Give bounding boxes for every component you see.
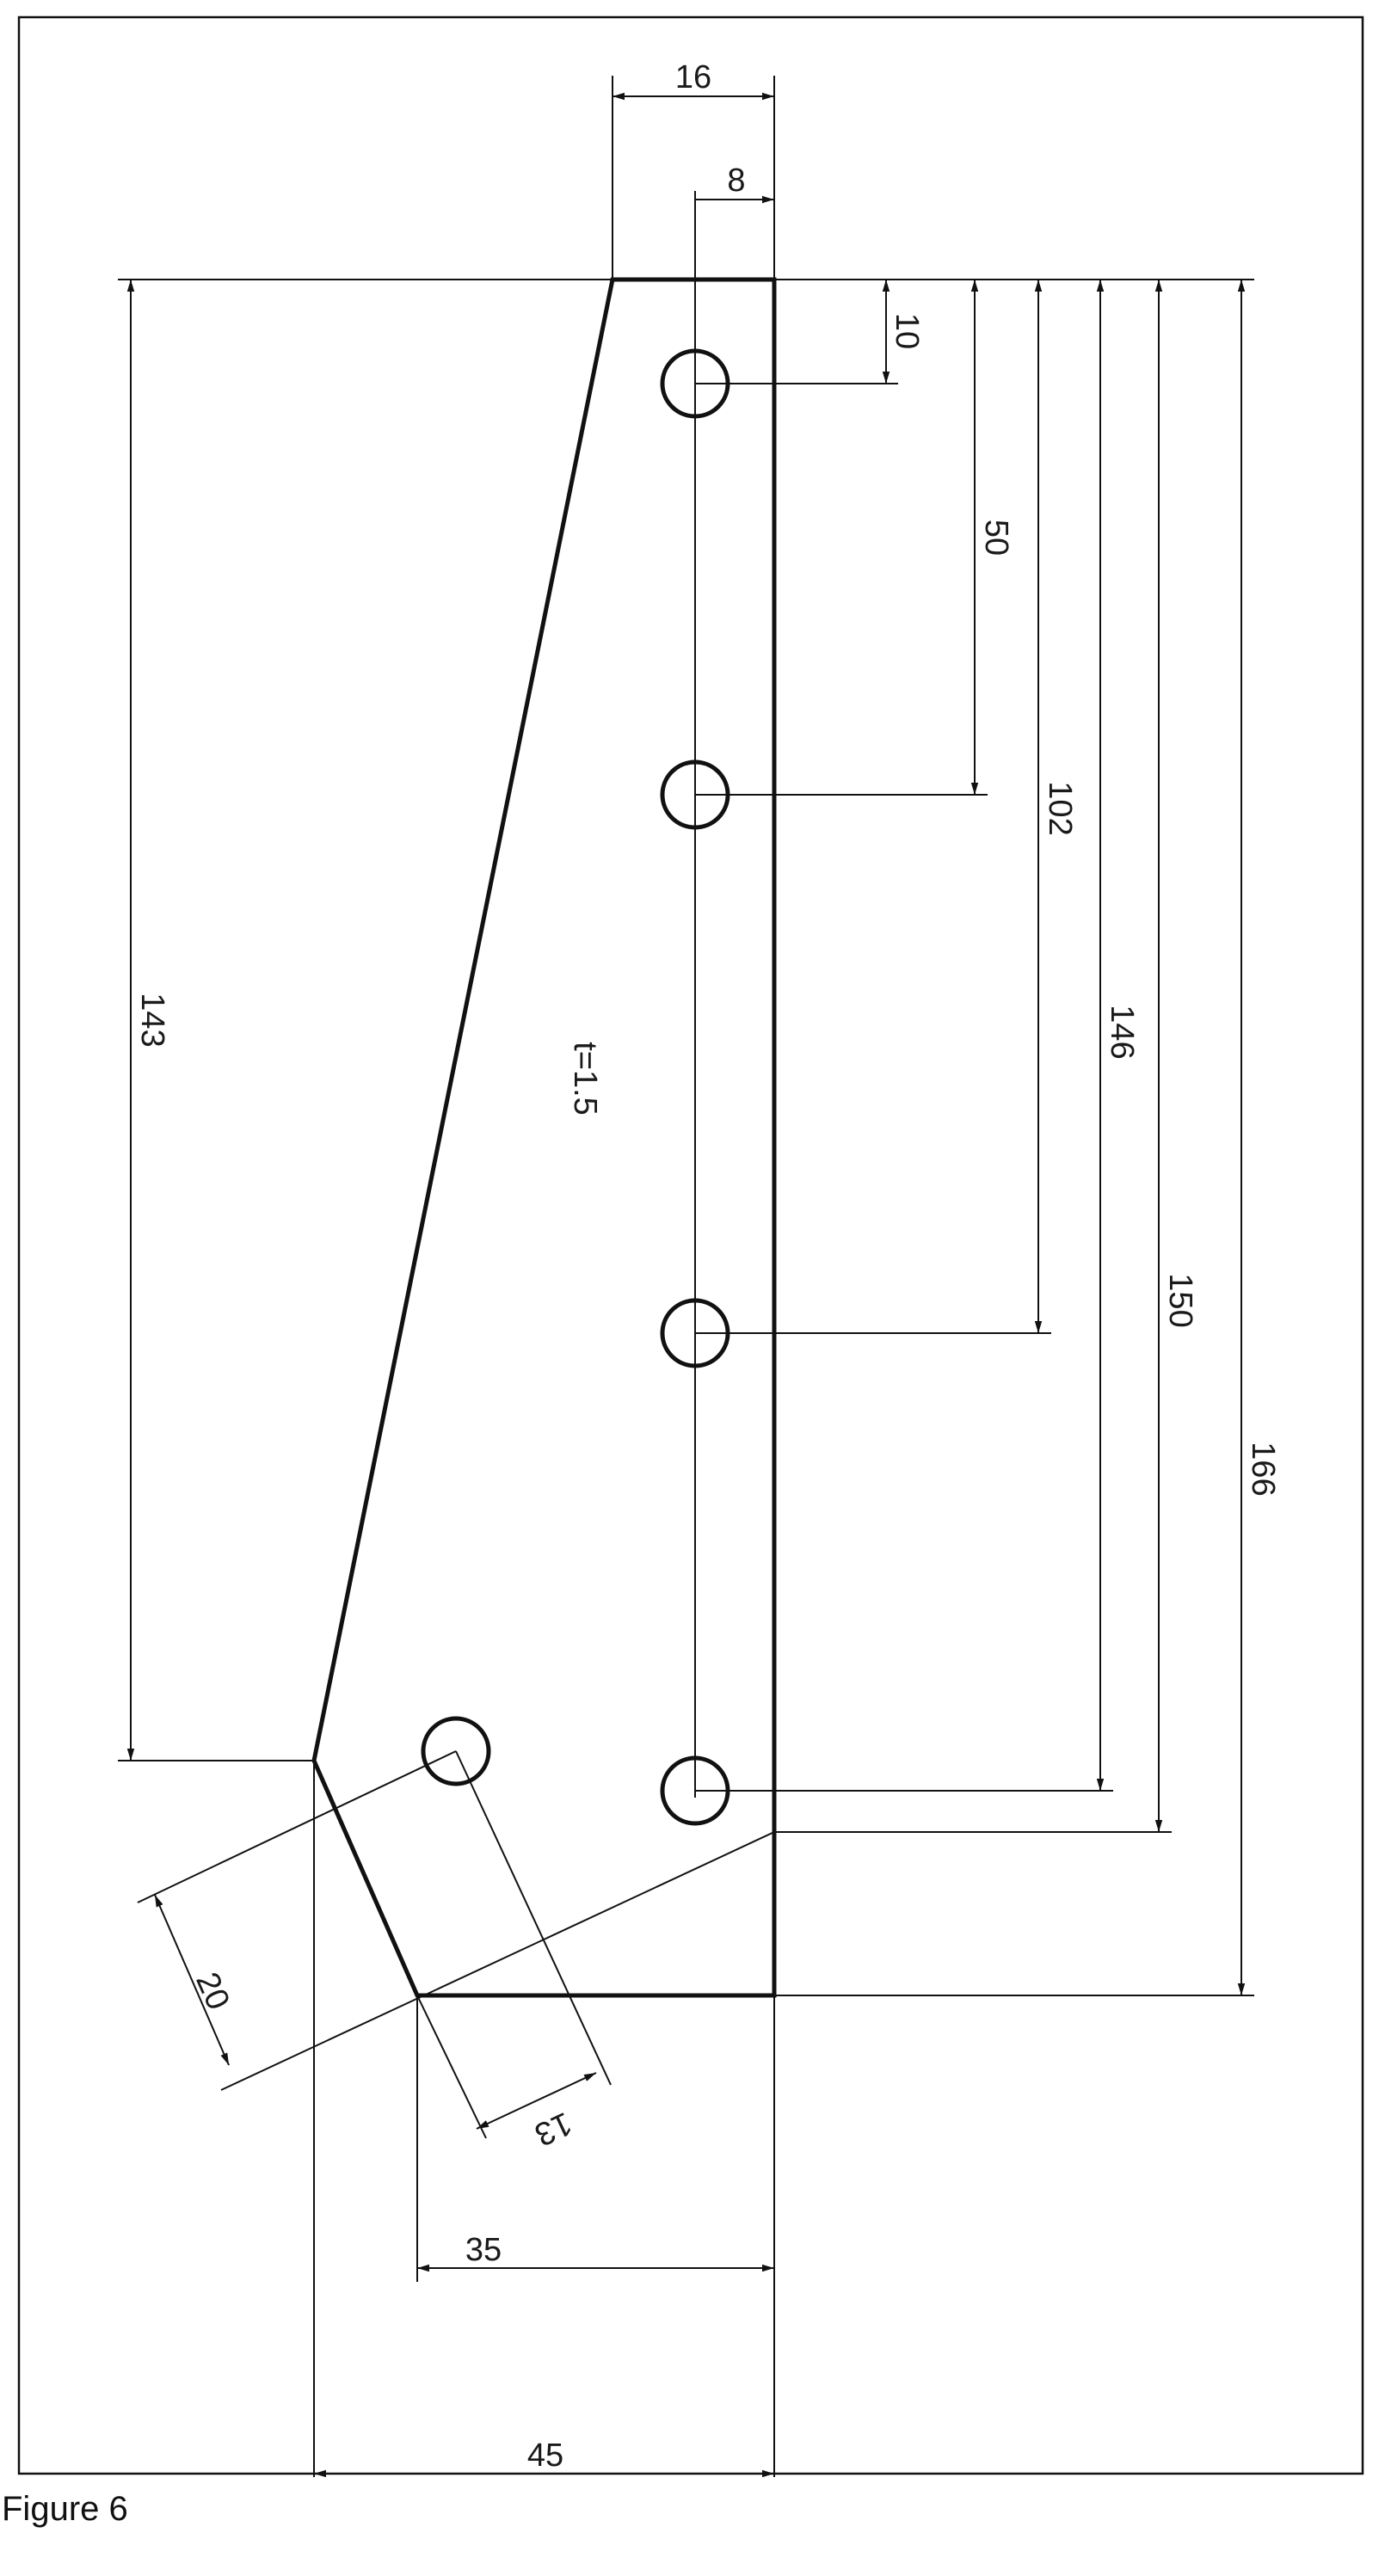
technical-drawing: 16 8 10 50 102 143 146 150 166 t=1.5 20 … [17, 15, 1364, 2477]
dim-10: 10 [889, 313, 925, 349]
dim-8: 8 [727, 163, 745, 199]
hole-5 [421, 1716, 491, 1786]
dim-146: 146 [1104, 1005, 1140, 1059]
dim-143: 143 [134, 993, 170, 1047]
figure-caption: Figure 6 [2, 2490, 128, 2528]
dim-20: 20 [188, 1967, 237, 2015]
extension-lines [118, 76, 1254, 2477]
dim-13: 13 [529, 2105, 577, 2153]
part-outline [311, 277, 777, 1998]
dim-45: 45 [527, 2438, 563, 2474]
dim-16: 16 [675, 59, 711, 95]
dim-102: 102 [1042, 781, 1078, 835]
drawing-frame [17, 15, 1364, 2475]
dim-35: 35 [465, 2232, 502, 2268]
dimension-lines [126, 92, 1246, 2477]
dim-150: 150 [1162, 1273, 1198, 1327]
thickness-note: t=1.5 [567, 1042, 603, 1116]
dim-50: 50 [978, 520, 1014, 556]
dim-166: 166 [1245, 1442, 1281, 1496]
